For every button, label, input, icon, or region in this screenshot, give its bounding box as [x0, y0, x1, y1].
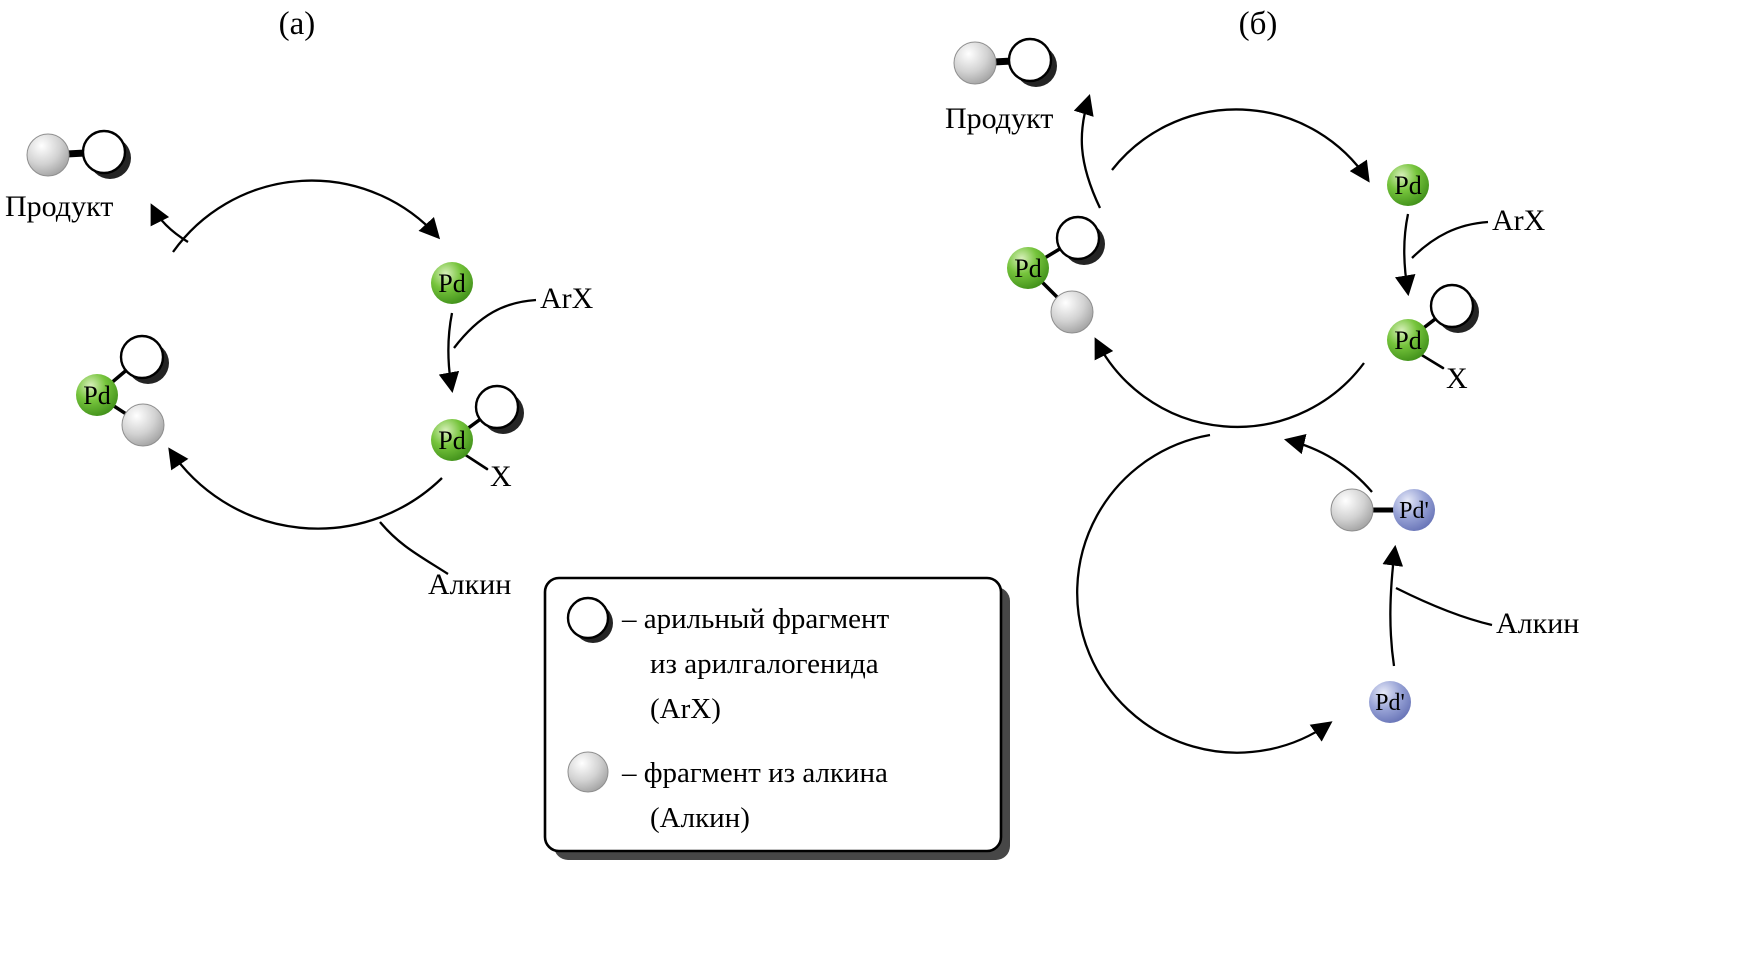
cycle-b1-top-arc [1111, 108, 1370, 183]
pd-label: Pd [1394, 326, 1421, 355]
gray-sphere-icon [567, 751, 609, 793]
pd-label: Pd [438, 269, 465, 298]
aryl-fragment-circle [1055, 215, 1101, 261]
pd-prime-catalyst: Pd' [1369, 681, 1411, 723]
legend-box [543, 576, 1003, 853]
alkyne-fragment-sphere [953, 41, 997, 85]
pd-sphere [76, 374, 118, 416]
cycle-a-bottom-arc [168, 447, 443, 530]
legend-aryl-line3: (ArX) [650, 693, 721, 725]
aryl-fragment-circle [1429, 283, 1475, 329]
pd-prime-sphere [1369, 681, 1411, 723]
aryl-fragment-circle [1007, 37, 1053, 83]
panel-b: (б) ArX Алкин Продукт Pd [945, 6, 1579, 754]
product-exit-arrow-b [1073, 94, 1102, 209]
pd-catalyst-b: Pd [1387, 164, 1429, 206]
arx-label-b: ArX [1492, 204, 1546, 237]
legend-alkyne-line2: (Алкин) [650, 802, 750, 834]
pd-label: Pd [83, 381, 110, 410]
cycle-a-top-arc [172, 179, 441, 253]
legend-aryl-line1: – арильный фрагмент [621, 603, 890, 635]
alkyne-addition-arrow-b [1382, 544, 1404, 667]
alkyne-fragment-sphere [121, 403, 165, 447]
aryl-fragment-circle [474, 384, 520, 430]
aryl-pd-x-complex-a: Pd X [431, 384, 524, 493]
alkyne-entry-curve-a [379, 521, 449, 575]
alkyne-label-a: Алкин [428, 568, 511, 601]
legend: – арильный фрагмент из арилгалогенида (A… [543, 576, 1010, 860]
white-circle-icon [566, 596, 610, 640]
aryl-fragment-circle [81, 129, 127, 175]
pd-prime-label: Pd' [1399, 498, 1429, 524]
panel-b-title: (б) [1239, 6, 1278, 42]
panel-a: (а) ArX Алкин Продукт Pd Pd X [5, 6, 594, 601]
product-label-a: Продукт [5, 190, 113, 223]
arx-label-a: ArX [540, 282, 594, 315]
oxidative-addition-arrow-a [438, 312, 460, 394]
pd-catalyst-a: Pd [431, 262, 473, 304]
pd-sphere [1387, 319, 1429, 361]
pd-label: Pd [1394, 171, 1421, 200]
pd-prime-sphere [1393, 489, 1435, 531]
alkynyl-pd-prime-complex: Pd' [1330, 488, 1435, 532]
arx-entry-curve-a [453, 298, 537, 349]
oxidative-addition-arrow-b [1394, 213, 1416, 297]
pd-halide-bond [1418, 352, 1445, 370]
halide-label-a: X [490, 460, 512, 493]
alkyne-label-b: Алкин [1496, 607, 1579, 640]
alkyne-entry-curve-b [1395, 586, 1493, 627]
aryl-fragment-circle [119, 334, 165, 380]
pd-sphere [431, 262, 473, 304]
legend-alkyne-line1: – фрагмент из алкина [621, 757, 888, 789]
product-molecule-a [26, 129, 131, 179]
alkyne-fragment-sphere [1330, 488, 1374, 532]
aryl-pd-x-complex-b: Pd X [1387, 283, 1479, 395]
transmetalation-arrow-b [1283, 433, 1373, 493]
product-label-b: Продукт [945, 102, 1053, 135]
cycle-b1-bottom-arc [1094, 337, 1365, 429]
pd-label: Pd [1014, 254, 1041, 283]
cycle-b2-main-arc [1076, 433, 1333, 754]
pd-sphere [431, 419, 473, 461]
aryl-pd-alkynyl-complex-b: Pd [1007, 215, 1105, 334]
pd-sphere [1007, 247, 1049, 289]
product-molecule-b [953, 37, 1057, 87]
product-exit-arrow-a [150, 203, 189, 243]
alkyne-fragment-sphere [26, 133, 70, 177]
legend-aryl-line2: из арилгалогенида [650, 648, 879, 680]
alkyne-fragment-sphere [1050, 290, 1094, 334]
pd-prime-label: Pd' [1375, 690, 1405, 716]
panel-a-title: (а) [279, 6, 316, 42]
halide-label-b: X [1446, 362, 1468, 395]
aryl-pd-alkynyl-complex-a: Pd [76, 334, 169, 447]
pd-sphere [1387, 164, 1429, 206]
arx-entry-curve-b [1411, 220, 1489, 259]
pd-label: Pd [438, 426, 465, 455]
pd-halide-bond [462, 452, 489, 471]
